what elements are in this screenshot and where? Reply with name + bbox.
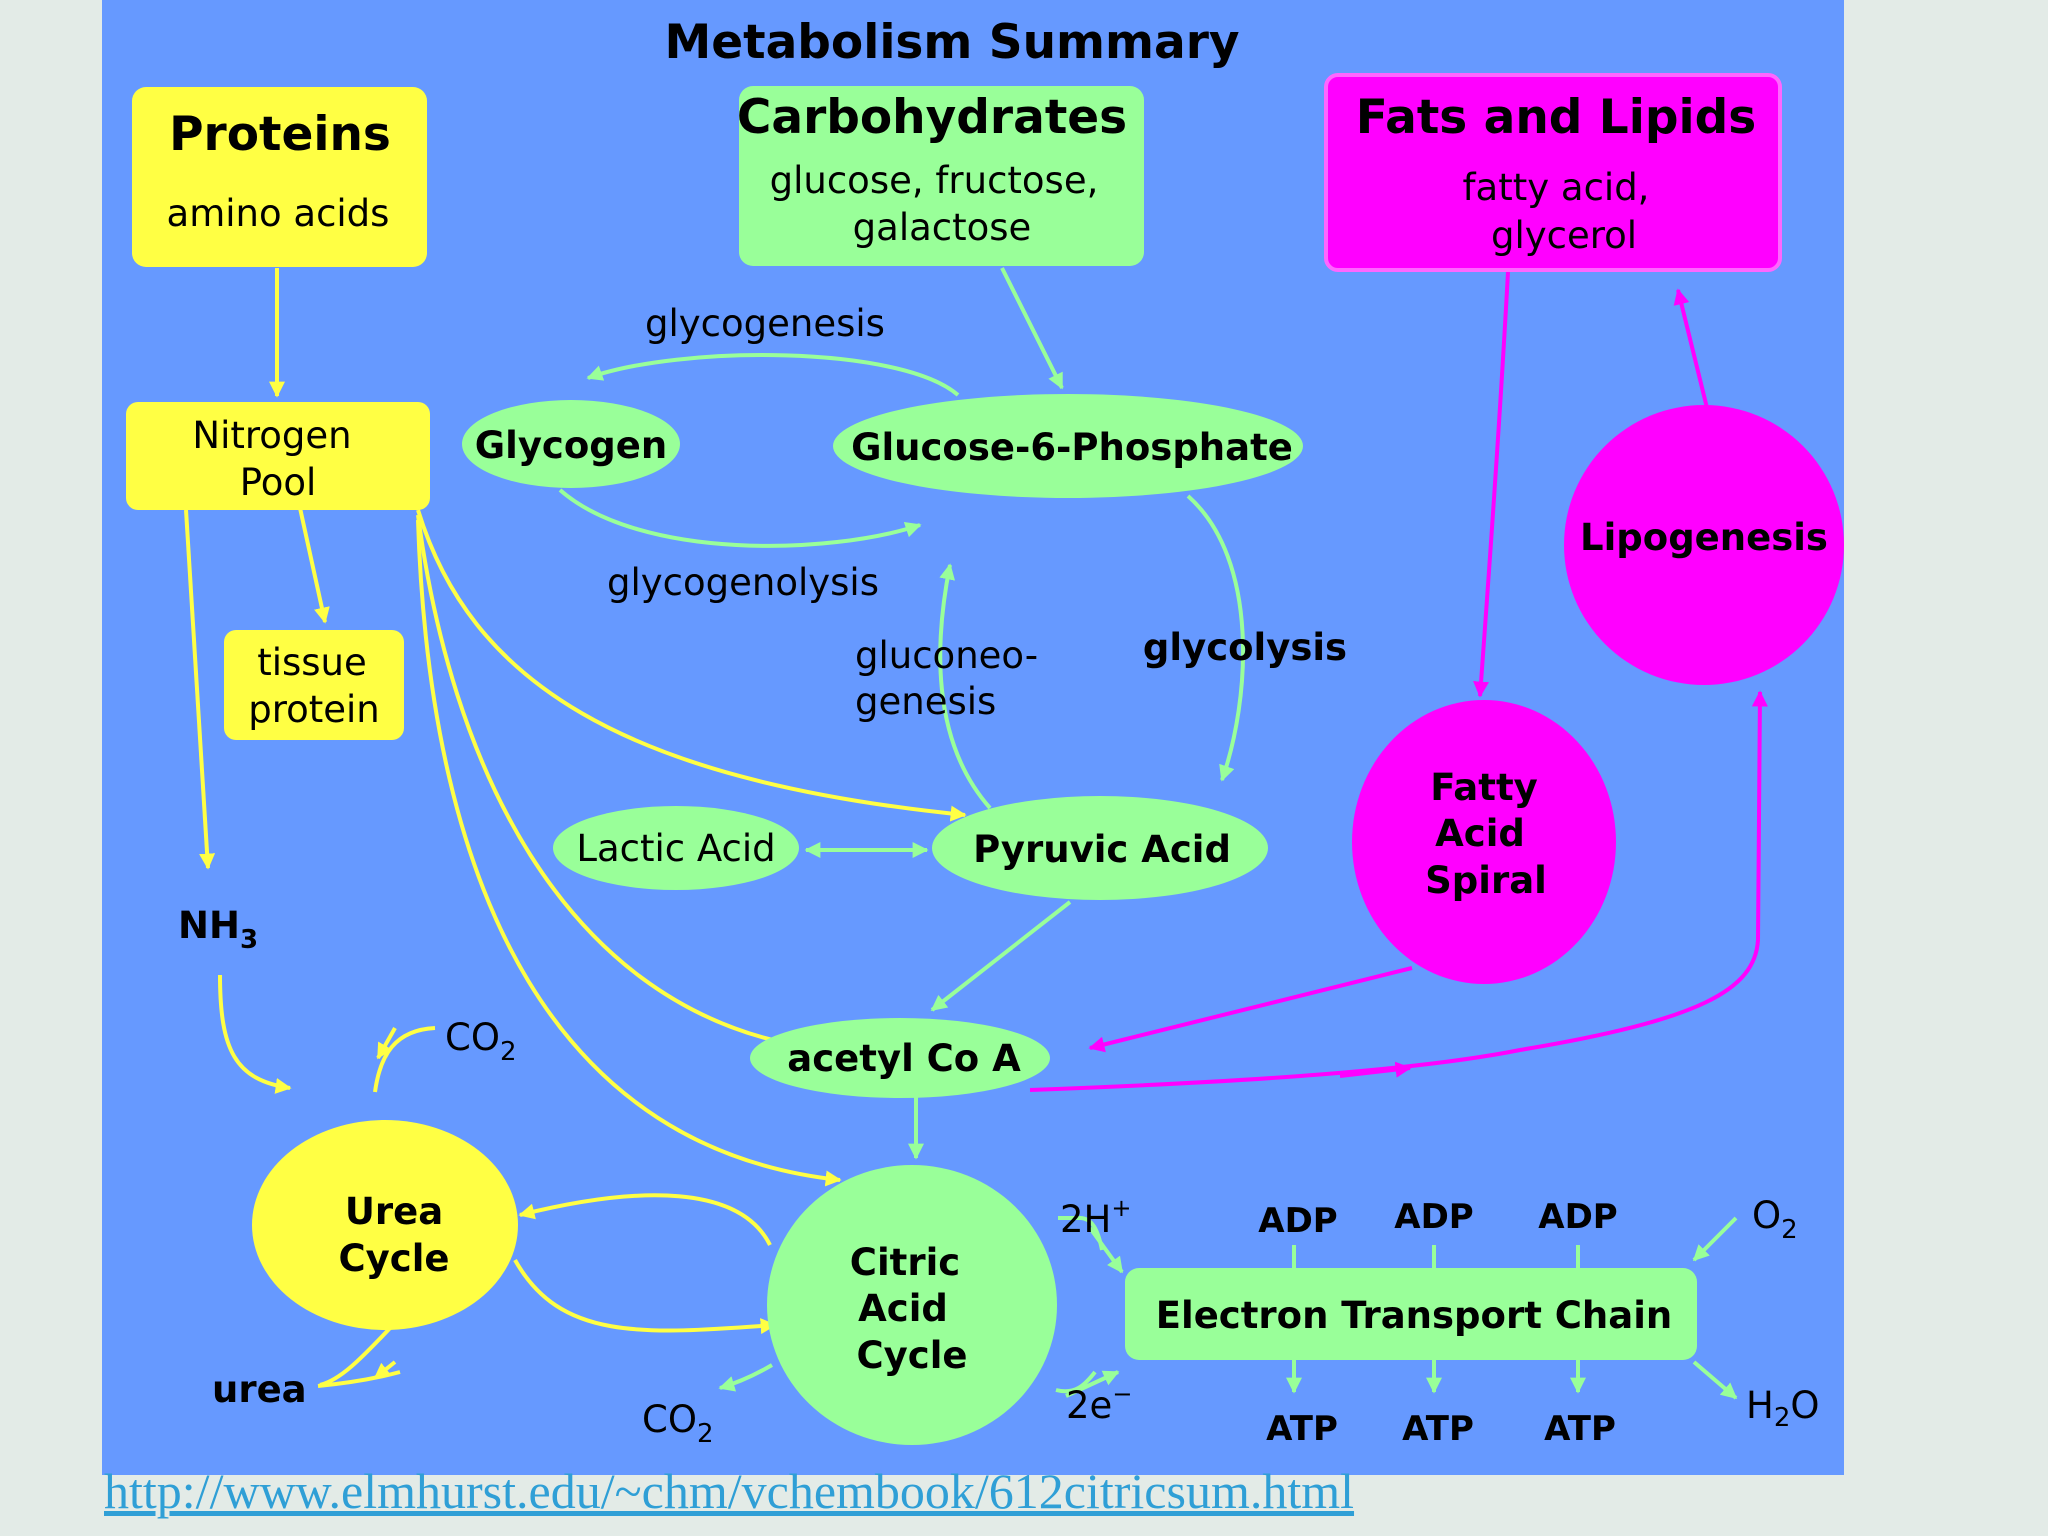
co2-urea-label: CO2 <box>445 1016 517 1067</box>
glycogenesis-label: glycogenesis <box>645 302 885 345</box>
atp-label: ATP <box>1544 1409 1616 1449</box>
carbohydrate-pathways <box>558 267 1738 1400</box>
fats-lipids-box: Fats and Lipids fatty acid, glycerol <box>1324 73 1782 272</box>
adp-label: ADP <box>1394 1197 1473 1237</box>
lactic-acid-node: Lactic Acid <box>553 806 799 890</box>
carbohydrates-title: Carbohydrates <box>737 90 1127 145</box>
arrow-acetyl-coa-to-lipogenesis <box>1029 690 1768 1092</box>
acetyl-coa-label: acetyl Co A <box>787 1037 1021 1080</box>
arrow-pyruvic-to-acetyl-coa <box>930 900 1072 1012</box>
lipogenesis-node: Lipogenesis <box>1564 405 1844 685</box>
atp-label: ATP <box>1266 1409 1338 1449</box>
glycolysis-label: glycolysis <box>1143 626 1347 669</box>
gluconeogenesis-label-2: genesis <box>855 680 996 723</box>
fatty-acid-spiral-line3: Spiral <box>1425 859 1547 902</box>
fats-lipids-subtitle-2: glycerol <box>1491 214 1637 257</box>
nh3-label: NH3 <box>178 904 258 955</box>
arrow-glycolysis <box>1186 494 1246 782</box>
arrow-2h-to-etc <box>1088 1226 1124 1274</box>
arrow-glycogenesis <box>586 353 960 397</box>
arrow-urea-co2 <box>376 1027 397 1060</box>
arrow-2e-to-etc <box>1065 1370 1120 1398</box>
lipogenesis-label: Lipogenesis <box>1580 516 1828 559</box>
arrow-etc-to-h2o <box>1692 1360 1738 1400</box>
glucose-6-phosphate-label: Glucose-6-Phosphate <box>851 426 1293 469</box>
fatty-acid-spiral-node: Fatty Acid Spiral <box>1352 700 1616 984</box>
lipid-pathways <box>1029 271 1768 1092</box>
gluconeogenesis-label-1: gluconeo- <box>855 634 1038 677</box>
protein-pathways <box>184 268 967 1388</box>
pyruvic-acid-node: Pyruvic Acid <box>932 796 1268 900</box>
citric-acid-cycle-line1: Citric <box>850 1241 960 1284</box>
arrow-citric-to-urea-top <box>518 1193 772 1246</box>
co2-citric-label: CO2 <box>642 1398 714 1449</box>
fatty-acid-spiral-line2: Acid <box>1435 812 1525 855</box>
urea-cycle-line2: Cycle <box>339 1237 450 1280</box>
carbohydrates-subtitle-2: galactose <box>853 206 1032 249</box>
arrow-nh3-to-urea-cycle <box>218 974 292 1094</box>
arrow-o2-to-etc <box>1692 1216 1738 1262</box>
tissue-protein-box: tissue protein <box>224 630 404 740</box>
pyruvic-acid-label: Pyruvic Acid <box>973 828 1231 871</box>
glycogen-label: Glycogen <box>475 424 667 467</box>
glucose-6-phosphate-node: Glucose-6-Phosphate <box>833 394 1303 498</box>
o2-label: O2 <box>1752 1194 1798 1245</box>
lactic-acid-label: Lactic Acid <box>576 827 775 870</box>
diagram-title: Metabolism Summary <box>664 15 1239 70</box>
electron-transport-chain-label: Electron Transport Chain <box>1156 1294 1673 1337</box>
carbohydrates-subtitle-1: glucose, fructose, <box>770 159 1099 202</box>
proteins-subtitle: amino acids <box>167 192 390 235</box>
arrow-fats-to-fatty-acid-spiral <box>1473 271 1510 698</box>
two-e-minus-label: 2e− <box>1066 1380 1132 1427</box>
arrow-lipogenesis-to-fats <box>1673 288 1710 413</box>
electron-transport-chain-box: Electron Transport Chain <box>1125 1268 1697 1360</box>
citric-acid-cycle-line2: Acid <box>858 1287 948 1330</box>
arrow-pool-to-citric-cycle <box>416 519 842 1187</box>
arrow-pool-to-pyruvic <box>416 509 967 822</box>
adp-label: ADP <box>1538 1197 1617 1237</box>
nitrogen-pool-box: Nitrogen Pool <box>126 402 430 510</box>
urea-label: urea <box>212 1368 307 1411</box>
arrow-citric-co2 <box>718 1363 774 1392</box>
tissue-protein-line2: protein <box>248 688 380 731</box>
arrow-urea-to-citric-bottom <box>513 1259 777 1335</box>
arrow-carbs-to-g6p <box>1000 267 1064 390</box>
arrow-pool-to-acetyl-coa <box>416 514 797 1051</box>
arrow-glycogenolysis <box>558 488 922 548</box>
fats-lipids-title: Fats and Lipids <box>1356 90 1757 145</box>
fatty-acid-spiral-line1: Fatty <box>1430 766 1538 809</box>
two-h-plus-label: 2H+ <box>1060 1194 1131 1241</box>
urea-cycle-line1: Urea <box>345 1190 443 1233</box>
atp-label: ATP <box>1402 1409 1474 1449</box>
glycogenolysis-label: glycogenolysis <box>607 561 879 604</box>
citric-acid-cycle-node: Citric Acid Cycle <box>767 1165 1057 1445</box>
proteins-box: Proteins amino acids <box>132 87 427 267</box>
arrow-pool-to-nh3 <box>184 509 216 870</box>
urea-branch <box>319 1324 394 1387</box>
urea-out-line <box>317 1370 401 1388</box>
adp-label: ADP <box>1258 1201 1337 1241</box>
electron-line <box>1055 1370 1097 1394</box>
fats-lipids-subtitle-1: fatty acid, <box>1463 166 1650 209</box>
tissue-protein-line1: tissue <box>257 641 367 684</box>
nitrogen-pool-line1: Nitrogen <box>192 414 351 457</box>
arrow-fatty-acid-spiral-to-acetyl-coa <box>1088 966 1413 1053</box>
arrow-gluconeogenesis <box>938 563 992 810</box>
acetyl-coa-node: acetyl Co A <box>750 1018 1050 1098</box>
carbohydrates-box: Carbohydrates glucose, fructose, galacto… <box>737 86 1144 266</box>
arrow-acetyl-coa-mid <box>1339 1061 1412 1078</box>
citric-acid-cycle-line3: Cycle <box>857 1334 968 1377</box>
glycogen-node: Glycogen <box>462 400 680 488</box>
h2o-label: H2O <box>1746 1384 1820 1433</box>
urea-cycle-node: Urea Cycle <box>252 1120 518 1330</box>
nitrogen-pool-line2: Pool <box>240 461 317 504</box>
source-link[interactable]: http://www.elmhurst.edu/~chm/vchembook/6… <box>104 1463 1355 1519</box>
arrow-pool-to-tissue-protein <box>298 507 330 624</box>
proteins-title: Proteins <box>169 107 391 162</box>
